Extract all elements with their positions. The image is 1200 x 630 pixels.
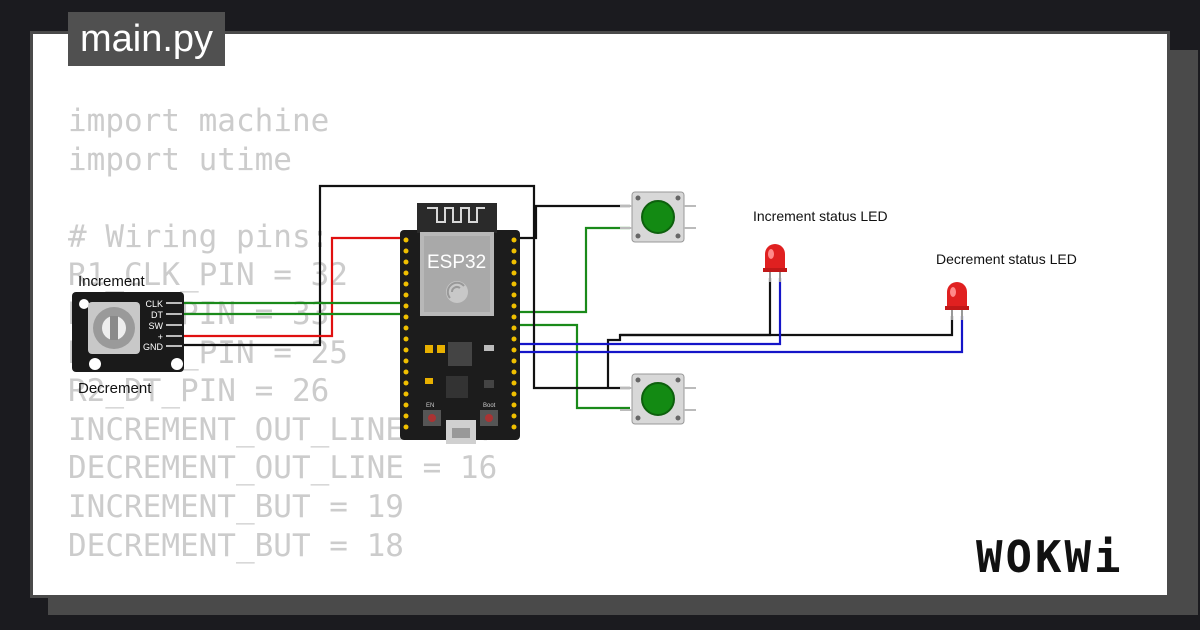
encoder-pin-sw: SW (149, 321, 164, 331)
wire-led2-sig[interactable] (512, 316, 964, 354)
code-line: INCREMENT_BUT = 19 (68, 488, 404, 525)
rotary-encoder[interactable]: CLK DT SW + GND (72, 292, 184, 372)
code-line: # Wiring pins: (68, 218, 330, 255)
decrement-led-label: Decrement status LED (936, 251, 1077, 267)
code-line: R1_CLK_PIN = 32 (68, 257, 348, 294)
wire-led1-sig[interactable] (512, 278, 782, 346)
code-line: R2_DT_PIN = 26 (68, 373, 330, 410)
antenna-icon (427, 207, 485, 223)
file-tab[interactable]: main.py (68, 12, 226, 66)
code-line: DECREMENT_OUT_LINE = 16 (68, 450, 498, 487)
encoder-pin-dt: DT (151, 310, 163, 320)
wire-btn1-gnd[interactable] (534, 204, 630, 240)
esp32-board[interactable]: ESP32 EN Boot (400, 203, 520, 444)
wire-gnd-top[interactable] (168, 184, 536, 347)
increment-led[interactable] (763, 244, 787, 282)
increment-led-label: Increment status LED (753, 208, 888, 224)
wire-led2-gnd[interactable] (620, 316, 954, 337)
encoder-label-increment: Increment (78, 273, 146, 290)
en-label: EN (426, 403, 434, 409)
board-chip-label: ESP32 (427, 252, 486, 273)
wire-vcc[interactable] (168, 236, 404, 338)
decrement-button[interactable] (620, 373, 696, 425)
wire-btn1-sig[interactable] (512, 226, 630, 314)
code-line: import machine (68, 103, 330, 139)
code-line: DECREMENT_BUT = 18 (68, 527, 404, 564)
decrement-led[interactable] (945, 282, 969, 320)
espressif-logo-icon (446, 281, 468, 303)
encoder-pin-clk: CLK (145, 299, 163, 309)
increment-button[interactable] (620, 191, 696, 243)
code-line: import utime (68, 141, 292, 178)
boot-label: Boot (483, 403, 496, 409)
wire-led-gnd[interactable] (606, 278, 772, 388)
wokwi-logo: WOKWi (976, 532, 1124, 583)
encoder-label-decrement: Decrement (78, 380, 152, 397)
wire-btn2-gnd[interactable] (532, 238, 630, 390)
wire-btn2-sig[interactable] (512, 323, 630, 410)
encoder-pin-gnd: GND (143, 342, 164, 352)
encoder-pin-vcc: + (158, 332, 163, 342)
